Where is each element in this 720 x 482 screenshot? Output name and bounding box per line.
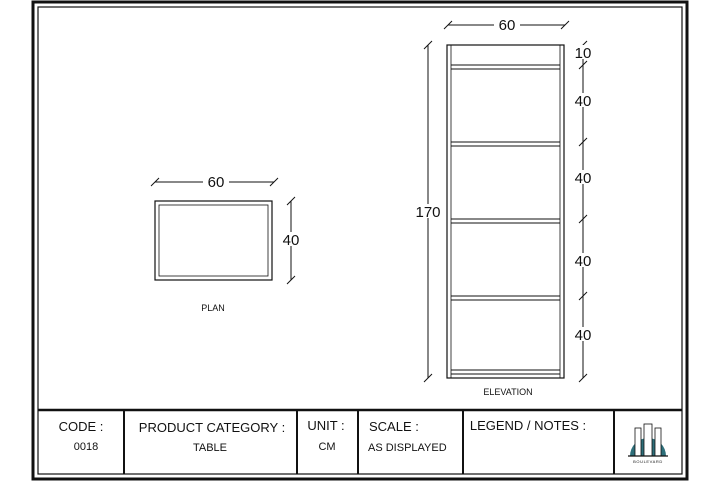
unit-value: CM: [318, 441, 335, 453]
segment-label: 40: [575, 93, 592, 110]
legend-cell: LEGEND / NOTES :: [470, 418, 586, 433]
outer-border: [31, 0, 689, 481]
plan-width-label: 60: [208, 174, 225, 191]
code-value: 0018: [74, 441, 98, 453]
elevation-shelf: [451, 295, 560, 301]
elevation-width-dimension: 60: [443, 17, 570, 34]
product-category-label: PRODUCT CATEGORY :: [139, 420, 285, 435]
elevation-height-dimension: 170: [412, 40, 444, 383]
elevation-shelf: [451, 369, 560, 375]
elevation-frame-outer: [446, 44, 565, 379]
code-cell: CODE : 0018: [59, 419, 104, 453]
elevation-width-label: 60: [499, 17, 516, 34]
title-block: CODE : 0018 PRODUCT CATEGORY : TABLE UNI…: [38, 408, 682, 474]
plan-depth-dimension: 40: [281, 196, 301, 285]
plan-title: PLAN: [201, 303, 225, 313]
code-label: CODE :: [59, 419, 104, 434]
elevation-segment-dimensions: 10 40 40 40 40: [573, 40, 593, 383]
plan-view: 60 40 PLAN: [150, 174, 301, 313]
inner-border: [37, 6, 683, 475]
plan-table-outline: [154, 200, 273, 281]
product-category-cell: PRODUCT CATEGORY : TABLE: [139, 420, 285, 454]
segment-label: 40: [575, 327, 592, 344]
segment-label: 40: [575, 253, 592, 270]
elevation-shelf: [451, 141, 560, 147]
unit-cell: UNIT : CM: [307, 418, 344, 453]
company-logo: BOULEVARD: [628, 423, 668, 464]
logo-wordmark: BOULEVARD: [633, 459, 663, 464]
elevation-height-label: 170: [415, 204, 440, 221]
plan-table-inner: [158, 204, 269, 277]
elevation-title: ELEVATION: [483, 387, 532, 397]
legend-label: LEGEND / NOTES :: [470, 418, 586, 433]
elevation-shelf: [451, 218, 560, 224]
product-category-value: TABLE: [193, 442, 227, 454]
scale-value: AS DISPLAYED: [368, 442, 447, 454]
segment-label: 40: [575, 170, 592, 187]
elevation-shelf: [451, 64, 560, 70]
scale-cell: SCALE : AS DISPLAYED: [368, 419, 447, 454]
segment-label: 10: [575, 45, 592, 62]
unit-label: UNIT :: [307, 418, 344, 433]
plan-width-dimension: 60: [150, 174, 279, 191]
scale-label: SCALE :: [369, 419, 419, 434]
plan-depth-label: 40: [283, 232, 300, 249]
elevation-view: 60: [412, 17, 593, 397]
